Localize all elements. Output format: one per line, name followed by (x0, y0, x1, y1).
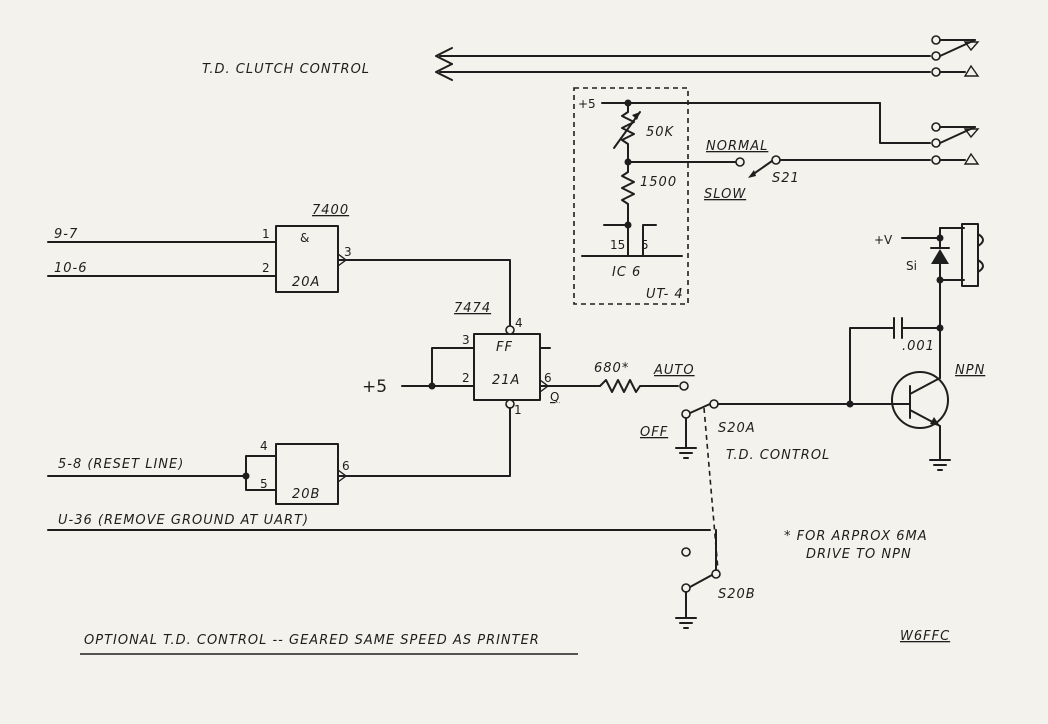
ground-off (675, 447, 697, 459)
diode-si-label: Si (906, 259, 917, 273)
callsign-label: W6FFC (900, 629, 950, 644)
note-line1: * FOR ARPROX 6MA (784, 529, 928, 544)
auto-contact (679, 381, 689, 391)
s20b-label: S20B (718, 587, 756, 602)
gate-20a-symbol: & (300, 231, 309, 245)
off-label: OFF (640, 425, 668, 440)
s20a-label: S20A (718, 421, 756, 436)
plus5-ff-label: +5 (362, 377, 387, 397)
ic7474-label: 7474 (454, 301, 491, 316)
r1500-label: 1500 (640, 175, 677, 190)
s21-pivot (771, 155, 781, 165)
normal-contact (735, 157, 745, 167)
r50k-label: 50K (646, 125, 675, 140)
gate-20a-pin3: 3 (344, 245, 352, 259)
flipflop-21a (473, 333, 541, 401)
auto-label: AUTO (653, 363, 695, 378)
ff-pin4: 4 (515, 316, 523, 330)
ut4-label: UT- 4 (646, 287, 684, 302)
ff-label: FF (496, 340, 513, 355)
ut4-plus5-label: +5 (578, 97, 596, 111)
relay-coil (961, 223, 979, 287)
u36-label: U-36 (REMOVE GROUND AT UART) (58, 513, 309, 528)
resistor-50k (613, 102, 641, 163)
ff-pin3: 3 (462, 333, 470, 347)
input-9-7: 9-7 (54, 227, 78, 242)
npn-transistor (891, 371, 949, 429)
ut4-module-box (573, 87, 689, 305)
ic6-label: IC 6 (612, 265, 641, 280)
plus-v-label: +V (874, 233, 893, 247)
ff-21a-label: 21A (492, 373, 520, 388)
ic6-pin15: 15 (610, 238, 625, 252)
gate-20b-label: 20B (292, 487, 320, 502)
slow-label: SLOW (704, 187, 746, 202)
diagram-title: OPTIONAL T.D. CONTROL -- GEARED SAME SPE… (84, 633, 540, 648)
gate-20a-pin2: 2 (262, 261, 270, 275)
gate-20b-pin6: 6 (342, 459, 350, 473)
gate-20a-label: 20A (292, 275, 320, 290)
ic6-pin5: 5 (641, 238, 649, 252)
resistor-680 (599, 379, 679, 393)
td-control-label: T.D. CONTROL (726, 448, 830, 463)
npn-label: NPN (955, 363, 985, 378)
s21-label: S21 (772, 171, 800, 186)
ground-s20b (675, 617, 697, 629)
gate-20b-pin5: 5 (260, 477, 268, 491)
ground-npn (929, 459, 951, 471)
ic7400-label: 7400 (312, 203, 349, 218)
ff-qbar: Q (550, 390, 559, 404)
ff-pin1: 1 (514, 403, 522, 417)
r680-label: 680* (594, 361, 629, 376)
gate-20b-pin4: 4 (260, 439, 268, 453)
input-10-6: 10-6 (54, 261, 88, 276)
note-line2: DRIVE TO NPN (806, 547, 912, 562)
cap-001-label: .001 (902, 339, 935, 354)
gate-20a-pin1: 1 (262, 227, 270, 241)
clutch-control-lines (435, 35, 980, 81)
ff-pin2: 2 (462, 371, 470, 385)
clutch-control-label: T.D. CLUTCH CONTROL (202, 62, 370, 77)
gate-20b (275, 443, 339, 505)
ff-pin6: 6 (544, 371, 552, 385)
resistor-1500 (621, 161, 635, 226)
normal-label: NORMAL (706, 139, 768, 154)
reset-line-label: 5-8 (RESET LINE) (58, 457, 184, 472)
